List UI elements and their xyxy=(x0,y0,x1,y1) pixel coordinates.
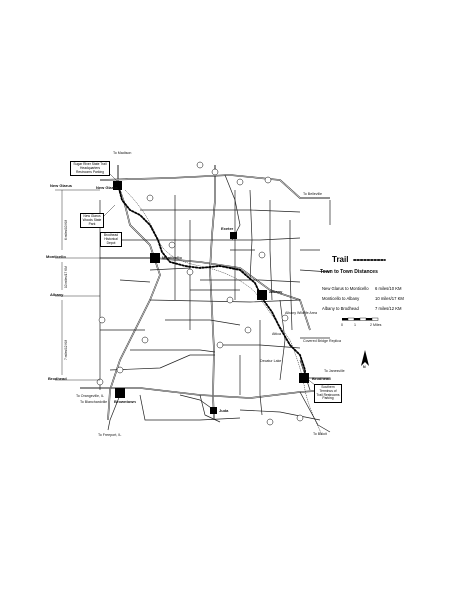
scale-bar xyxy=(342,317,379,321)
left-label-brodhead: Brodhead xyxy=(48,376,67,381)
distance-row-value: 10 miles/17 KM xyxy=(375,296,404,301)
distance-row-route: New Glarus to Monticello xyxy=(322,286,369,291)
left-segment-label: 6 miles/10 KM xyxy=(64,219,68,240)
road-network xyxy=(80,165,331,436)
town-square-new-glarus xyxy=(113,181,122,190)
town-square-monticello xyxy=(150,253,160,263)
place-label: Decatur Lake xyxy=(260,359,282,363)
town-label-monticello: Monticello xyxy=(162,255,182,260)
southern-terminus-callout: Southern Terminus of Trail Restrooms Par… xyxy=(314,384,342,404)
town-square-exeter xyxy=(230,232,237,239)
left-segment-label: 7 miles/12 KM xyxy=(64,339,68,360)
left-label-monticello: Monticello xyxy=(46,254,66,259)
left-label-albany: Albany xyxy=(50,292,64,297)
town-label-brodhead: Brodhead xyxy=(312,376,331,381)
town-square-albany xyxy=(257,290,267,300)
distance-row-route: Albany to Brodhead xyxy=(322,306,359,311)
distances-title: Town to Town Distances xyxy=(320,269,378,275)
north-arrow-icon xyxy=(361,350,369,366)
town-square-browntown xyxy=(115,388,125,398)
town-square-brodhead xyxy=(299,373,309,383)
state-park-callout: New Glarus Woods State Park xyxy=(80,213,104,229)
town-label-exeter: Exeter xyxy=(221,226,234,231)
place-label: To Blanchardville xyxy=(80,400,108,404)
depot-callout: Brodhead Historical Depot xyxy=(100,232,122,248)
place-label: To Madison xyxy=(113,151,132,155)
left-distance-bars xyxy=(55,189,100,381)
place-label: To Janesville xyxy=(324,369,345,373)
headquarters-callout: Sugar River State Trail Headquarters Res… xyxy=(70,161,110,177)
town-square-juda xyxy=(210,407,217,414)
left-segment-label: 10 miles/17 KM xyxy=(64,266,68,288)
legend-trail-label: Trail xyxy=(332,255,349,264)
town-label-juda: Juda xyxy=(219,408,229,413)
north-label: N xyxy=(363,365,366,369)
distance-row-route: Monticello to Albany xyxy=(322,296,360,301)
place-label: Attica xyxy=(272,332,281,336)
place-label: To Belleville xyxy=(303,192,322,196)
left-label-new-glarus: New Glarus xyxy=(50,183,73,188)
town-label-new-glarus: New Glarus xyxy=(96,185,119,190)
distance-row-value: 6 miles/10 KM xyxy=(375,286,402,291)
highway-shields xyxy=(96,161,304,426)
scale-label: 1 xyxy=(354,323,356,327)
town-label-browntown: Browntown xyxy=(114,399,136,404)
distance-row-value: 7 miles/12 KM xyxy=(375,306,402,311)
place-label: To Beloit xyxy=(313,432,327,436)
scale-label: 0 xyxy=(341,323,343,327)
place-label: Albany Wildlife Area xyxy=(285,311,317,315)
place-label: To Orangeville, IL xyxy=(76,394,104,398)
sugar-river-trail xyxy=(117,184,306,381)
place-label: To Freeport, IL xyxy=(98,433,122,437)
scale-label: 2 Miles xyxy=(370,323,382,327)
place-label: Covered Bridge Replica xyxy=(303,339,341,343)
town-label-albany: Albany xyxy=(269,289,283,294)
